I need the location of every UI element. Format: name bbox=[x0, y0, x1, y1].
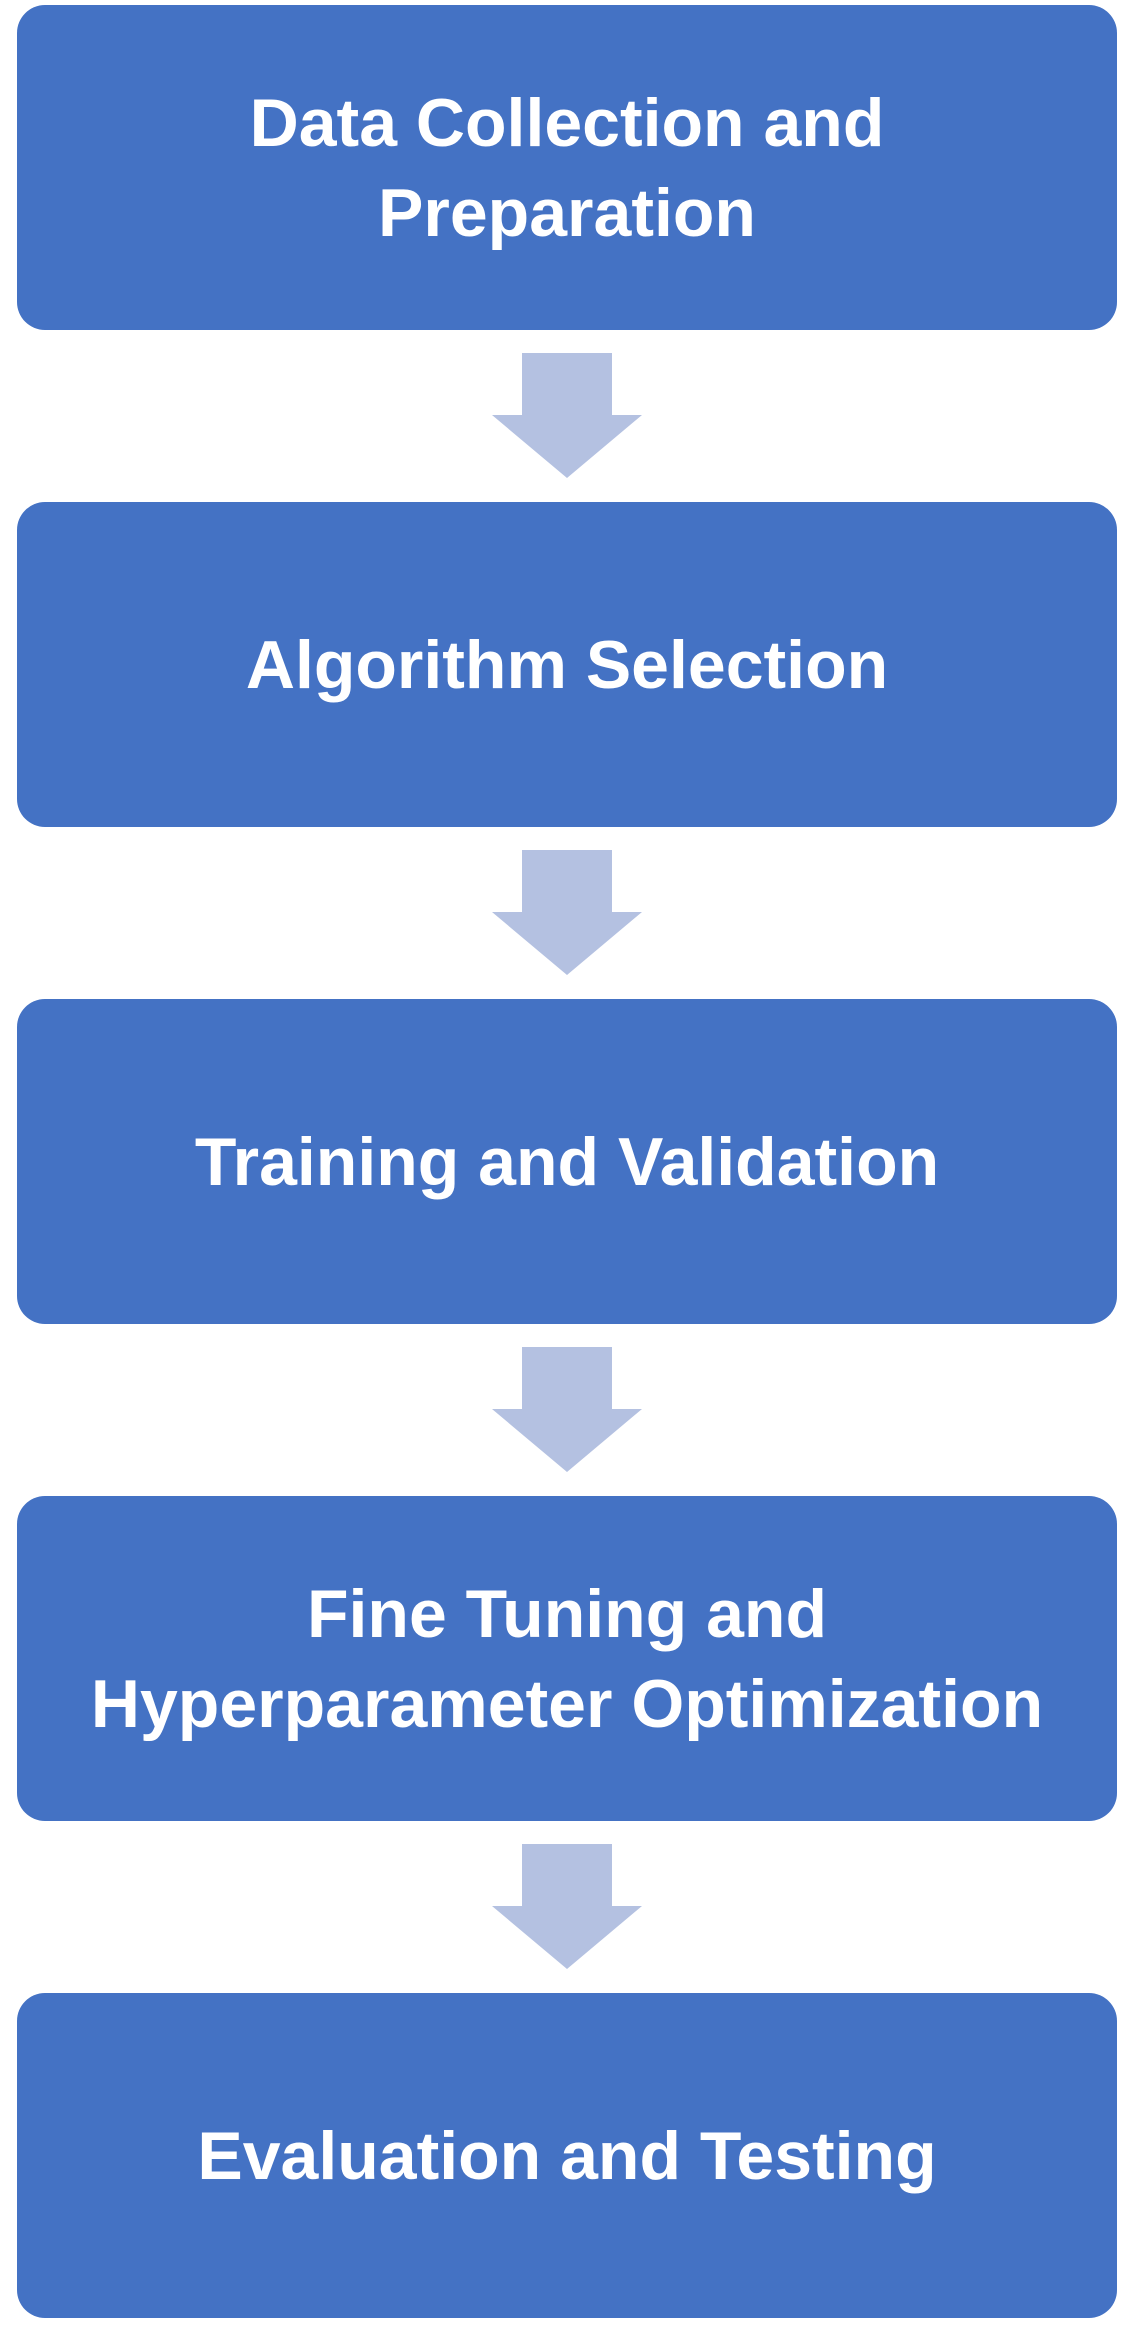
step-fine-tuning-and-hyperparameter-optimization: Fine Tuning and Hyperparameter Optimizat… bbox=[17, 1496, 1117, 1821]
step-training-and-validation: Training and Validation bbox=[17, 999, 1117, 1324]
step-data-collection-and-preparation: Data Collection and Preparation bbox=[17, 5, 1117, 330]
step-label: Algorithm Selection bbox=[246, 620, 888, 710]
step-label-line: Data Collection and bbox=[249, 84, 885, 161]
down-arrow-shape bbox=[492, 1347, 642, 1472]
down-arrow-icon bbox=[492, 1347, 642, 1472]
down-arrow-shape bbox=[492, 1844, 642, 1969]
step-label-line: Evaluation and Testing bbox=[197, 2117, 937, 2194]
down-arrow-shape bbox=[492, 353, 642, 478]
down-arrow-shape bbox=[492, 850, 642, 975]
step-label-line: Algorithm Selection bbox=[245, 626, 889, 703]
step-label-line: Hyperparameter Optimization bbox=[90, 1665, 1044, 1742]
step-algorithm-selection: Algorithm Selection bbox=[17, 502, 1117, 827]
down-arrow-icon bbox=[492, 1844, 642, 1969]
down-arrow-icon bbox=[492, 850, 642, 975]
step-evaluation-and-testing: Evaluation and Testing bbox=[17, 1993, 1117, 2318]
down-arrow-icon bbox=[492, 353, 642, 478]
step-label: Training and Validation bbox=[195, 1117, 939, 1207]
step-label: Evaluation and Testing bbox=[197, 2111, 936, 2201]
step-label: Fine Tuning and Hyperparameter Optimizat… bbox=[91, 1569, 1043, 1749]
step-label-line: Preparation bbox=[378, 174, 756, 251]
step-label-line: Fine Tuning and bbox=[306, 1575, 827, 1652]
step-label: Data Collection and Preparation bbox=[250, 78, 885, 258]
step-label-line: Training and Validation bbox=[194, 1123, 940, 1200]
